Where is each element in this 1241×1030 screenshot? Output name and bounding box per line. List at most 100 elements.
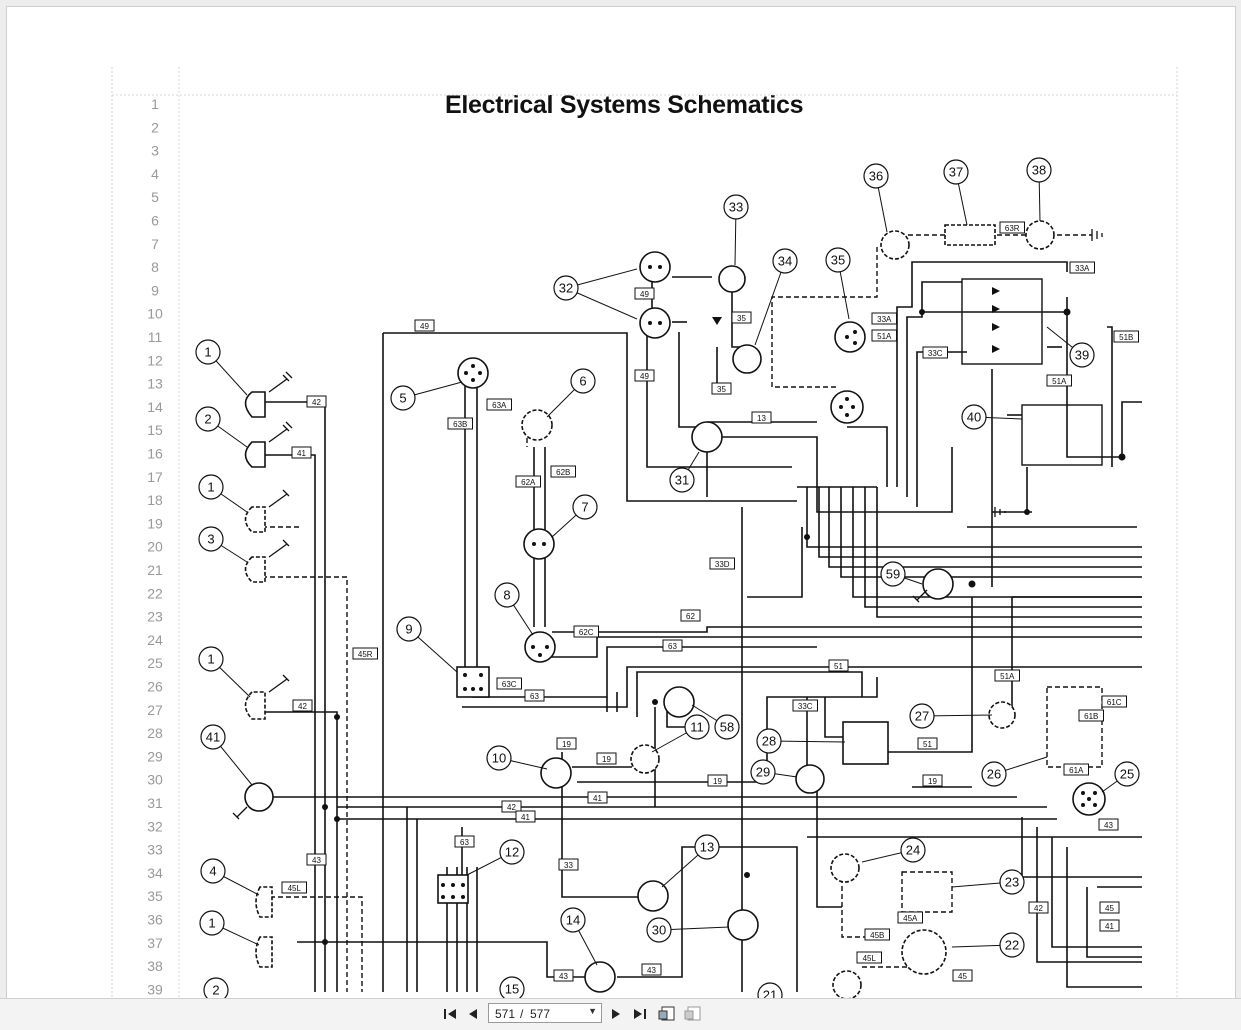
- component-callout-c1d: 1: [199, 910, 260, 946]
- previous-page-button[interactable]: [463, 1004, 483, 1024]
- last-page-icon: [634, 1009, 646, 1019]
- component-callout-c21: 21: [757, 982, 783, 1000]
- component-callout-c10: 10: [486, 745, 548, 771]
- row-number: 37: [147, 935, 163, 951]
- previous-page-icon: [469, 1009, 477, 1019]
- svg-text:9: 9: [405, 622, 412, 637]
- svg-text:8: 8: [503, 588, 510, 603]
- svg-text:63: 63: [460, 838, 469, 847]
- row-number: 22: [147, 585, 163, 601]
- first-page-button[interactable]: [440, 1004, 460, 1024]
- svg-text:33: 33: [729, 200, 743, 215]
- wire-label-w63a: 63A: [486, 398, 512, 411]
- wire-label-w61c: 61C: [1101, 695, 1127, 708]
- wire-label-w49c: 49: [634, 369, 655, 382]
- svg-text:1: 1: [207, 652, 214, 667]
- wire-label-w35b: 35: [711, 382, 732, 395]
- svg-text:45L: 45L: [288, 884, 302, 893]
- pdf-toolbar: 571 / 577 ▼: [0, 998, 1241, 1030]
- wire-label-w19c: 19: [707, 774, 728, 787]
- component-callout-c38: 38: [1026, 157, 1052, 222]
- component-callout-c9: 9: [396, 616, 458, 673]
- wire-label-w45l: 45L: [281, 881, 307, 894]
- row-number: 2: [151, 119, 159, 135]
- svg-text:63: 63: [668, 642, 677, 651]
- component-callout-c1a: 1: [195, 339, 248, 396]
- row-number: 30: [147, 772, 163, 788]
- wire-label-w63d: 63: [454, 835, 475, 848]
- wire-label-w63: 63: [662, 639, 683, 652]
- page-separator: /: [520, 1007, 524, 1021]
- page-number-select[interactable]: 571 / 577 ▼: [488, 1003, 602, 1023]
- svg-text:22: 22: [1005, 938, 1019, 953]
- fit-page-icon: [658, 1006, 675, 1021]
- wire-label-w43c: 43: [641, 963, 662, 976]
- row-number: 21: [147, 562, 163, 578]
- row-number: 33: [147, 842, 163, 858]
- svg-text:41: 41: [521, 813, 530, 822]
- component-callout-c29: 29: [750, 759, 798, 785]
- svg-text:29: 29: [756, 765, 770, 780]
- svg-text:30: 30: [652, 923, 666, 938]
- component-callout-c30: 30: [646, 917, 730, 943]
- row-number: 20: [147, 539, 163, 555]
- svg-text:61A: 61A: [1069, 766, 1084, 775]
- svg-text:49: 49: [640, 290, 649, 299]
- svg-text:34: 34: [778, 254, 792, 269]
- svg-text:51A: 51A: [1052, 377, 1067, 386]
- svg-text:42: 42: [312, 398, 321, 407]
- fit-width-button[interactable]: [683, 1004, 703, 1024]
- wire-label-w33cc: 33C: [792, 699, 818, 712]
- total-page-count: 577: [530, 1007, 551, 1021]
- component-callout-c13: 13: [661, 834, 720, 888]
- component-callout-c26: 26: [981, 756, 1048, 787]
- svg-text:45R: 45R: [358, 650, 373, 659]
- svg-text:2: 2: [204, 412, 211, 427]
- row-number: 13: [147, 376, 163, 392]
- wire-label-w45r: 45R: [352, 647, 378, 660]
- row-number: 11: [148, 329, 163, 345]
- svg-text:36: 36: [869, 169, 883, 184]
- svg-text:21: 21: [763, 988, 777, 1000]
- component-callout-c36: 36: [863, 163, 889, 233]
- component-callout-c28: 28: [756, 728, 846, 754]
- wire-label-w33a: 33A: [871, 312, 897, 325]
- wire-label-w41c: 41: [1099, 919, 1120, 932]
- row-number: 7: [151, 236, 159, 252]
- svg-text:42: 42: [298, 702, 307, 711]
- last-page-button[interactable]: [630, 1004, 650, 1024]
- component-callout-c14: 14: [560, 907, 598, 966]
- svg-text:33C: 33C: [798, 702, 813, 711]
- svg-text:58: 58: [720, 720, 734, 735]
- wire-label-w45b: 45B: [864, 928, 890, 941]
- row-number: 31: [147, 795, 163, 811]
- svg-text:33C: 33C: [928, 349, 943, 358]
- fit-page-button[interactable]: [657, 1004, 677, 1024]
- svg-text:10: 10: [492, 751, 506, 766]
- row-number: 17: [147, 469, 163, 485]
- wire-label-w43a: 43: [306, 853, 327, 866]
- component-callout-c34: 34: [754, 248, 798, 346]
- svg-text:27: 27: [915, 709, 929, 724]
- svg-text:45: 45: [1105, 904, 1114, 913]
- svg-text:35: 35: [737, 314, 746, 323]
- svg-text:3: 3: [207, 532, 214, 547]
- component-callout-c25: 25: [1101, 761, 1140, 793]
- wire-label-w61b: 61B: [1078, 709, 1104, 722]
- svg-text:2: 2: [212, 983, 219, 998]
- component-callout-c22: 22: [951, 932, 1025, 958]
- svg-text:5: 5: [399, 391, 406, 406]
- wire-label-w62a: 62A: [515, 475, 541, 488]
- svg-text:45A: 45A: [903, 914, 918, 923]
- svg-text:33D: 33D: [715, 560, 730, 569]
- component-callout-c37: 37: [943, 159, 969, 226]
- component-callout-c12: 12: [466, 839, 525, 876]
- wire-label-w63x: 63: [524, 689, 545, 702]
- svg-text:38: 38: [1032, 163, 1046, 178]
- component-callout-c8: 8: [494, 582, 534, 636]
- row-number: 14: [147, 399, 163, 415]
- next-page-button[interactable]: [606, 1004, 626, 1024]
- row-number: 8: [151, 259, 159, 275]
